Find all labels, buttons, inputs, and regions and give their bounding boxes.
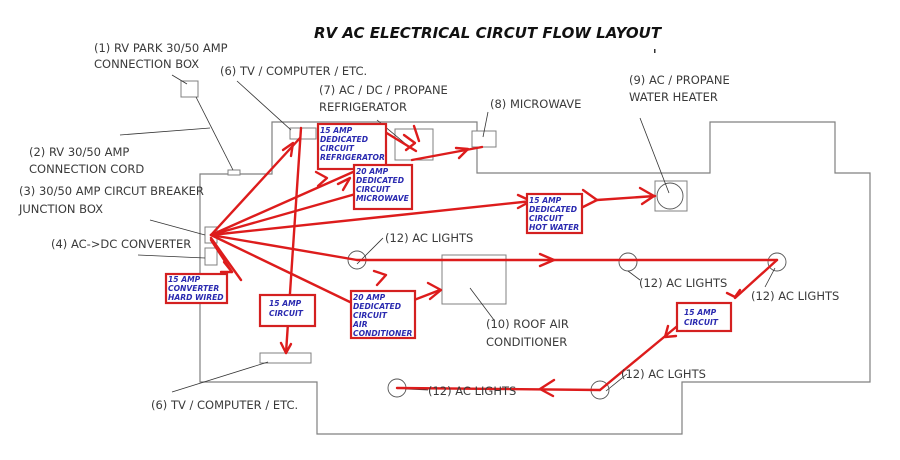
svg-text:CIRCUIT: CIRCUIT <box>684 318 719 327</box>
ac-light-2 <box>618 252 638 272</box>
label-ac-lights-1: (12) AC LIGHTS <box>385 231 473 245</box>
label-ac-lights-5: (12) AC LIGHTS <box>428 384 516 398</box>
svg-text:15 AMP: 15 AMP <box>320 126 353 135</box>
svg-text:HARD WIRED: HARD WIRED <box>168 293 224 302</box>
svg-text:CIRCUIT: CIRCUIT <box>529 214 564 223</box>
circuit-air-conditioner-label: 20 AMP DEDICATED CIRCUIT AIR CONDITIONER <box>349 289 417 340</box>
park-connection-box <box>180 80 199 98</box>
tv-top-box <box>289 127 317 140</box>
svg-text:15 AMP: 15 AMP <box>684 308 717 317</box>
roof-ac-box <box>441 254 507 305</box>
circuit-lights-label: 15 AMP CIRCUIT <box>675 301 733 333</box>
svg-text:AIR: AIR <box>352 320 368 329</box>
svg-text:CONDITIONER: CONDITIONER <box>353 329 413 338</box>
label-water-heater: (9) AC / PROPANE WATER HEATER <box>629 73 730 104</box>
svg-text:(9) AC / PROPANE: (9) AC / PROPANE <box>629 73 730 87</box>
svg-text:JUNCTION BOX: JUNCTION BOX <box>18 202 103 216</box>
label-refrigerator: (7) AC / DC / PROPANE REFRIGERATOR <box>319 83 448 114</box>
ac-light-3 <box>767 252 787 272</box>
diagram-title: RV AC ELECTRICAL CIRCUT FLOW LAYOUT <box>314 24 663 42</box>
arrow-heads <box>219 124 742 398</box>
svg-text:DEDICATED: DEDICATED <box>356 176 404 185</box>
circuit-hot-water-label: 15 AMP DEDICATED CIRCUIT HOT WATER <box>525 192 584 235</box>
label-ac-lights-2: (12) AC LIGHTS <box>639 276 727 290</box>
label-roof-ac: (10) ROOF AIR CONDITIONER <box>486 317 569 349</box>
svg-text:(7) AC / DC / PROPANE: (7) AC / DC / PROPANE <box>319 83 448 97</box>
svg-text:CONDITIONER: CONDITIONER <box>486 335 567 349</box>
svg-text:15 AMP: 15 AMP <box>269 299 302 308</box>
label-tv-top: (6) TV / COMPUTER / ETC. <box>220 64 367 78</box>
svg-text:CIRCUIT: CIRCUIT <box>269 309 304 318</box>
svg-text:(10) ROOF AIR: (10) ROOF AIR <box>486 317 569 331</box>
label-converter: (4) AC->DC CONVERTER <box>51 237 191 251</box>
svg-text:REFRIGERATOR: REFRIGERATOR <box>319 100 407 114</box>
label-park-connection-box: (1) RV PARK 30/50 AMP CONNECTION BOX <box>94 41 228 71</box>
circuit-refrigerator-label: 15 AMP DEDICATED CIRCUIT REFRIGERATOR <box>316 122 388 171</box>
circuit-converter-label: 15 AMP CONVERTER HARD WIRED <box>164 272 229 305</box>
cord-inlet <box>227 169 241 176</box>
svg-text:WATER HEATER: WATER HEATER <box>629 90 718 104</box>
converter-box <box>204 247 218 266</box>
svg-text:CONNECTION CORD: CONNECTION CORD <box>29 162 144 176</box>
svg-text:20 AMP: 20 AMP <box>356 167 389 176</box>
svg-text:DEDICATED: DEDICATED <box>320 135 368 144</box>
tv-bottom-box <box>259 352 312 364</box>
svg-text:15 AMP: 15 AMP <box>529 196 562 205</box>
circuit-wires <box>209 126 779 392</box>
label-ac-lights-3: (12) AC LIGHTS <box>751 289 839 303</box>
circuit-tv-label: 15 AMP CIRCUIT <box>258 293 317 328</box>
svg-text:15 AMP: 15 AMP <box>168 275 201 284</box>
circuit-microwave-label: 20 AMP DEDICATED CIRCUIT MICROWAVE <box>352 163 414 211</box>
svg-text:(1) RV PARK 30/50 AMP: (1) RV PARK 30/50 AMP <box>94 41 228 55</box>
svg-text:20 AMP: 20 AMP <box>353 293 386 302</box>
svg-text:(3) 30/50 AMP CIRCUT BREAKER: (3) 30/50 AMP CIRCUT BREAKER <box>19 184 204 198</box>
svg-text:CONNECTION BOX: CONNECTION BOX <box>94 57 199 71</box>
svg-text:CIRCUIT: CIRCUIT <box>320 144 355 153</box>
label-connection-cord: (2) RV 30/50 AMP CONNECTION CORD <box>29 145 144 176</box>
svg-text:CONVERTER: CONVERTER <box>168 284 219 293</box>
svg-text:REFRIGERATOR: REFRIGERATOR <box>320 153 385 162</box>
label-microwave: (8) MICROWAVE <box>490 97 581 111</box>
svg-text:CIRCUIT: CIRCUIT <box>356 185 391 194</box>
svg-text:HOT WATER: HOT WATER <box>529 223 579 232</box>
svg-text:MICROWAVE: MICROWAVE <box>356 194 410 203</box>
label-tv-bottom: (6) TV / COMPUTER / ETC. <box>151 398 298 412</box>
svg-text:DEDICATED: DEDICATED <box>353 302 401 311</box>
label-breaker-junction-box: (3) 30/50 AMP CIRCUT BREAKER JUNCTION BO… <box>18 184 204 216</box>
label-ac-lights-4: (12) AC LGHTS <box>621 367 706 381</box>
svg-text:CIRCUIT: CIRCUIT <box>353 311 388 320</box>
rv-outline <box>199 121 871 435</box>
svg-text:DEDICATED: DEDICATED <box>529 205 577 214</box>
water-heater-tank <box>656 182 684 210</box>
svg-text:(2) RV 30/50 AMP: (2) RV 30/50 AMP <box>29 145 129 159</box>
leader-lines <box>119 74 776 393</box>
stray-mark <box>654 49 656 53</box>
